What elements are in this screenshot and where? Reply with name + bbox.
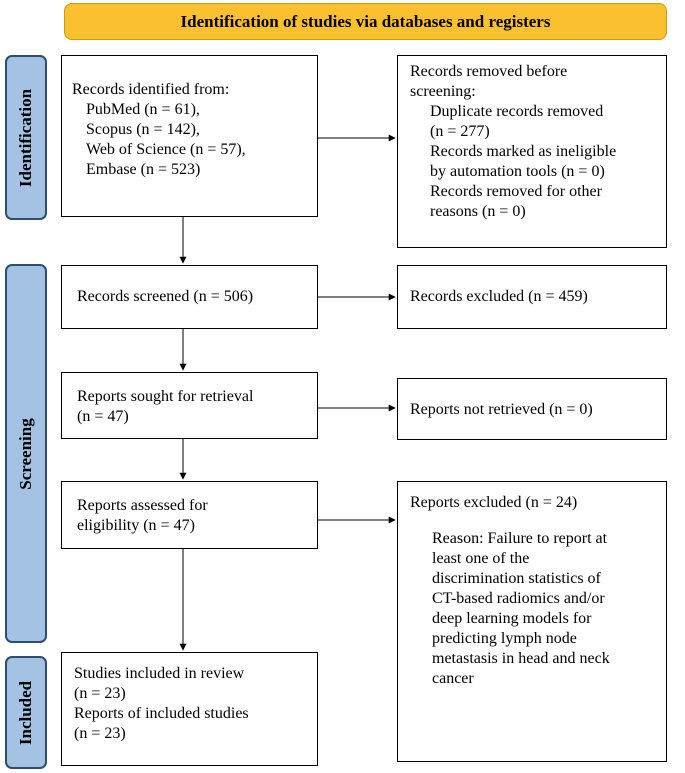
included-line: Reports of included studies	[74, 705, 249, 722]
reports-not-retrieved-text: Reports not retrieved (n = 0)	[410, 401, 593, 418]
reports-sought-box: Reports sought for retrieval (n = 47)	[61, 372, 318, 439]
reason-line: discrimination statistics of	[432, 570, 601, 587]
reason-line: CT-based radiomics and/or	[432, 590, 605, 607]
removed-line: (n = 277)	[430, 123, 490, 140]
records-excluded-text: Records excluded (n = 459)	[410, 288, 588, 305]
reports-sought-line-2: (n = 47)	[77, 408, 129, 425]
reason-line: least one of the	[432, 550, 530, 567]
source-embase: Embase (n = 523)	[86, 161, 201, 178]
removed-line: Duplicate records removed	[430, 103, 604, 120]
included-line: (n = 23)	[74, 725, 126, 742]
reports-excluded-heading: Reports excluded (n = 24)	[410, 494, 578, 511]
reason-line: metastasis in head and neck	[432, 650, 610, 667]
diagram-header: Identification of studies via databases …	[64, 3, 667, 40]
records-removed-heading-2: screening:	[410, 83, 476, 100]
phase-screening: Screening	[5, 264, 47, 643]
records-removed-box: Records removed before screening: Duplic…	[397, 55, 667, 248]
phase-included: Included	[5, 656, 47, 769]
header-title: Identification of studies via databases …	[180, 11, 551, 31]
records-removed-heading-1: Records removed before	[410, 63, 568, 80]
removed-line: by automation tools (n = 0)	[430, 163, 605, 180]
records-screened-box: Records screened (n = 506)	[61, 265, 318, 329]
records-screened-text: Records screened (n = 506)	[77, 288, 254, 305]
included-line: (n = 23)	[74, 685, 126, 702]
reports-assessed-box: Reports assessed for eligibility (n = 47…	[61, 481, 318, 549]
source-web-of-science: Web of Science (n = 57),	[86, 141, 246, 158]
removed-line: Records marked as ineligible	[430, 143, 617, 160]
source-scopus: Scopus (n = 142),	[86, 121, 200, 138]
records-excluded-box: Records excluded (n = 459)	[397, 265, 667, 329]
reports-not-retrieved-box: Reports not retrieved (n = 0)	[397, 378, 667, 440]
studies-included-box: Studies included in review (n = 23) Repo…	[61, 652, 318, 766]
records-identified-heading: Records identified from:	[72, 81, 230, 98]
phase-identification: Identification	[5, 55, 47, 220]
reason-line: predicting lymph node	[432, 630, 577, 647]
reason-line: Reason: Failure to report at	[432, 530, 608, 547]
reports-excluded-box: Reports excluded (n = 24) Reason: Failur…	[397, 481, 667, 762]
exclusion-reason: Reason: Failure to report at least one o…	[410, 529, 666, 689]
reports-sought-line-1: Reports sought for retrieval	[77, 388, 254, 405]
records-identified-box: Records identified from: PubMed (n = 61)…	[61, 55, 318, 217]
reason-line: deep learning models for	[432, 610, 592, 627]
source-pubmed: PubMed (n = 61),	[86, 101, 200, 118]
reports-assessed-line-1: Reports assessed for	[77, 497, 208, 514]
included-line: Studies included in review	[74, 665, 245, 682]
removed-line: Records removed for other	[430, 183, 602, 200]
removed-line: reasons (n = 0)	[430, 203, 526, 220]
reports-assessed-line-2: eligibility (n = 47)	[77, 517, 195, 534]
reason-line: cancer	[432, 670, 474, 687]
